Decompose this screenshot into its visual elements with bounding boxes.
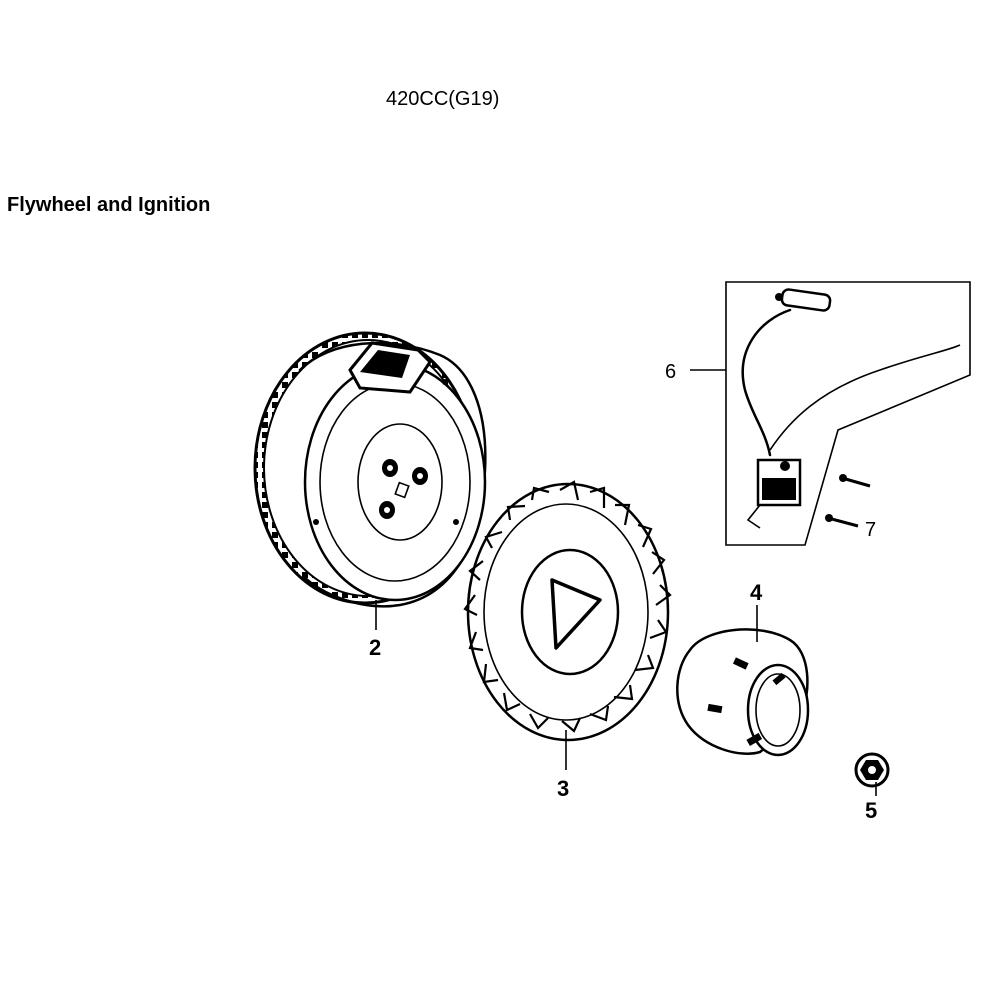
cooling-fan-part [463, 480, 672, 770]
flywheel-part [253, 331, 487, 630]
starter-cup-part [676, 605, 810, 757]
callout-7: 7 [865, 519, 876, 541]
callout-5: 5 [865, 798, 877, 823]
ignition-coil-part [690, 281, 971, 546]
callout-6: 6 [665, 361, 676, 383]
flange-nut-part [854, 752, 890, 796]
model-label: 420CC(G19) [386, 88, 500, 110]
callout-2: 2 [369, 635, 381, 660]
section-title: Flywheel and Ignition [7, 194, 211, 216]
callout-4: 4 [750, 580, 763, 605]
callout-3: 3 [557, 776, 569, 801]
mounting-bolts-part [825, 474, 871, 528]
